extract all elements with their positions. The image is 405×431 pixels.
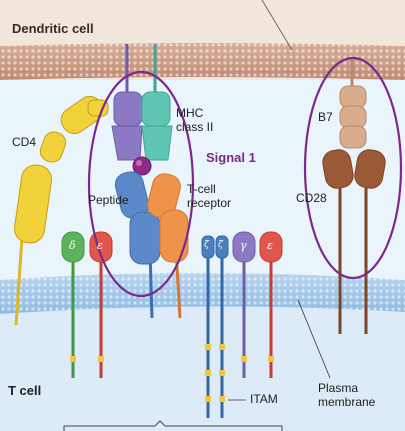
plasma-membrane-pointer bbox=[297, 299, 331, 379]
itam-label: ITAM bbox=[250, 392, 278, 406]
cd28-molecule bbox=[322, 149, 386, 334]
cd3-delta-chain bbox=[61, 231, 85, 378]
signal1-label: Signal 1 bbox=[206, 150, 256, 165]
t-cell-label: T cell bbox=[8, 383, 42, 398]
cd3-epsilon-chain-2 bbox=[259, 231, 283, 378]
zeta-symbol-1: ζ bbox=[204, 240, 209, 250]
signal1-ellipse bbox=[87, 70, 195, 298]
dendritic-cell-label: Dendritic cell bbox=[12, 21, 94, 36]
cd28-label: CD28 bbox=[296, 191, 327, 205]
zeta-symbol-2: ζ bbox=[218, 240, 223, 250]
tcr-label: T-cell receptor bbox=[187, 182, 232, 210]
signal2-ellipse bbox=[303, 56, 403, 280]
membrane-pointer-line bbox=[261, 0, 293, 51]
cd4-molecule bbox=[14, 95, 109, 326]
epsilon-symbol-1: ε bbox=[97, 239, 103, 252]
b7-molecule bbox=[339, 60, 367, 149]
zeta-chains bbox=[201, 235, 229, 418]
cd4-label: CD4 bbox=[12, 135, 37, 149]
t-cell-receptor bbox=[114, 171, 189, 319]
delta-symbol: δ bbox=[69, 239, 76, 252]
gamma-symbol: γ bbox=[240, 239, 247, 252]
cd3-gamma-chain bbox=[232, 231, 256, 378]
epsilon-symbol-2: ε bbox=[267, 239, 273, 252]
bottom-bracket bbox=[63, 420, 283, 431]
peptide-label: Peptide bbox=[88, 193, 129, 207]
mhc-class-ii bbox=[111, 44, 173, 161]
mhc-label: MHC class II bbox=[176, 106, 214, 134]
b7-label: B7 bbox=[318, 110, 333, 124]
plasma-membrane-label: Plasma membrane bbox=[318, 381, 376, 409]
